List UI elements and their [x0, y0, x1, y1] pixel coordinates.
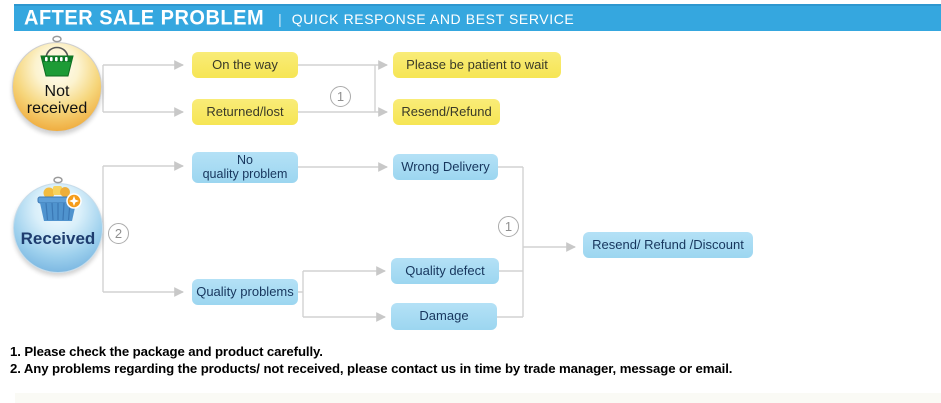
- received-label: Received: [20, 229, 96, 248]
- note-line-2: 2. Any problems regarding the products/ …: [10, 361, 733, 376]
- header-bar: AFTER SALE PROBLEM | QUICK RESPONSE AND …: [14, 4, 941, 31]
- step-circle-top: 1: [330, 86, 351, 107]
- flow-box-no-quality-problem: No quality problem: [192, 152, 298, 183]
- received-node: Received: [13, 176, 103, 273]
- flow-box-damage: Damage: [391, 303, 497, 330]
- basket-icon-blue: [30, 176, 86, 231]
- not-received-label: Not received: [26, 83, 88, 118]
- bottom-strip: [15, 393, 941, 403]
- flow-box-on-the-way: On the way: [192, 52, 298, 78]
- flow-box-resend-refund: Resend/Refund: [393, 99, 500, 125]
- line-right-collector: [497, 166, 524, 318]
- not-received-node: Not received: [12, 35, 102, 132]
- page-title: AFTER SALE PROBLEM: [24, 6, 265, 30]
- flow-box-wrong-delivery: Wrong Delivery: [393, 154, 498, 180]
- line-quality-problems-split: [298, 271, 304, 317]
- flow-box-please-wait: Please be patient to wait: [393, 52, 561, 78]
- flow-box-quality-defect: Quality defect: [391, 258, 499, 284]
- flow-box-returned-lost: Returned/lost: [192, 99, 298, 125]
- flow-box-resend-refund-discount: Resend/ Refund /Discount: [583, 232, 753, 258]
- step-circle-right: 1: [498, 216, 519, 237]
- flow-box-quality-problems: Quality problems: [192, 279, 298, 305]
- header-subtitle: QUICK RESPONSE AND BEST SERVICE: [291, 10, 575, 27]
- step-circle-left: 2: [108, 223, 129, 244]
- basket-icon-green: [33, 35, 81, 86]
- note-line-1: 1. Please check the package and product …: [10, 344, 323, 359]
- header-divider: |: [278, 10, 282, 27]
